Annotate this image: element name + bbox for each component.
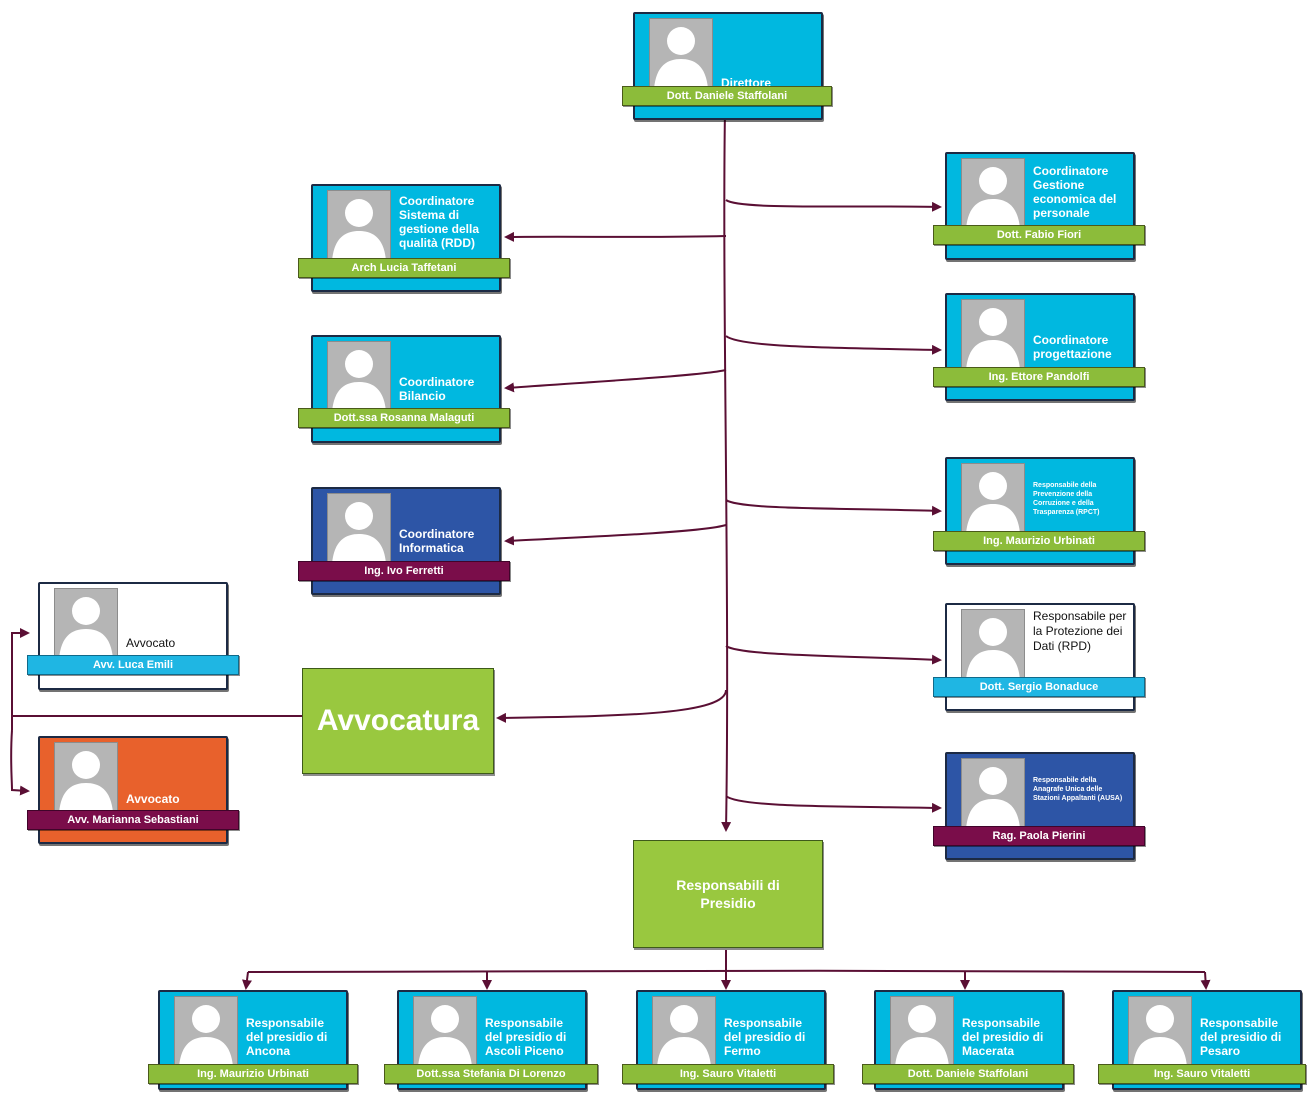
right-role-3: Responsabile della Prevenzione della Cor… <box>1033 482 1100 516</box>
avatar-placeholder-icon <box>174 996 238 1068</box>
right-name-2: Ing. Ettore Pandolfi <box>933 367 1145 387</box>
avatar-placeholder-icon <box>54 742 118 814</box>
presidio-role-3: Responsabile del presidio di Fermo <box>724 1016 806 1058</box>
avatar-placeholder-icon <box>1128 996 1192 1068</box>
avatar-placeholder-icon <box>652 996 716 1068</box>
connector-left-1 <box>504 231 727 242</box>
left-name-2: Dott.ssa Rosanna Malaguti <box>298 408 510 428</box>
right-name-4: Dott. Sergio Bonaduce <box>933 677 1145 697</box>
connector-right-5 <box>725 795 942 813</box>
avatar-placeholder-icon <box>890 996 954 1068</box>
presidio-name-1: Ing. Maurizio Urbinati <box>148 1064 358 1084</box>
right-name-3: Ing. Maurizio Urbinati <box>933 531 1145 551</box>
avvocatura-title: Avvocatura <box>316 704 480 737</box>
right-name-5: Rag. Paola Pierini <box>933 826 1145 846</box>
connector-avvocatura <box>496 689 727 723</box>
connector-avv-lawyer-2 <box>10 729 30 796</box>
connector-right-2 <box>725 335 942 355</box>
avatar-placeholder-icon <box>961 299 1025 371</box>
presidio-role-1: Responsabile del presidio di Ancona <box>246 1016 328 1058</box>
connector-presidio-bus <box>247 969 1206 973</box>
avatar-placeholder-icon <box>961 758 1025 830</box>
avvocatura-box: Avvocatura <box>302 668 494 774</box>
presidio-name-2: Dott.ssa Stefania Di Lorenzo <box>384 1064 598 1084</box>
left-role-3: Coordinatore Informatica <box>399 527 475 555</box>
presidio-name-5: Ing. Sauro Vitaletti <box>1098 1064 1306 1084</box>
avatar-placeholder-icon <box>413 996 477 1068</box>
left-name-1: Arch Lucia Taffetani <box>298 258 510 278</box>
connector-left-2 <box>504 369 727 393</box>
avatar-placeholder-icon <box>961 609 1025 681</box>
avatar-placeholder-icon <box>649 18 713 90</box>
lawyer-name-1: Avv. Luca Emili <box>27 655 239 675</box>
left-name-3: Ing. Ivo Ferretti <box>298 561 510 581</box>
avatar-placeholder-icon <box>961 158 1025 230</box>
lawyer-role-1: Avvocato <box>126 636 176 650</box>
connector-left-3 <box>504 524 727 546</box>
presidio-role-5: Responsabile del presidio di Pesaro <box>1200 1016 1282 1058</box>
presidio-title: Responsabili di Presidio <box>676 877 780 911</box>
connector-right-1 <box>725 199 942 212</box>
avatar-placeholder-icon <box>327 493 391 565</box>
connector-trunk <box>721 109 732 832</box>
left-role-2: Coordinatore Bilancio <box>399 375 475 403</box>
connector-right-3 <box>725 499 942 516</box>
presidio-box: Responsabili di Presidio <box>633 840 823 948</box>
presidio-name-3: Ing. Sauro Vitaletti <box>622 1064 834 1084</box>
left-role-1: Coordinatore Sistema di gestione della q… <box>399 194 480 250</box>
presidio-name-4: Dott. Daniele Staffolani <box>862 1064 1074 1084</box>
right-role-4: Responsabile per la Protezione dei Dati … <box>1033 609 1127 653</box>
presidio-role-2: Responsabile del presidio di Ascoli Pice… <box>485 1016 567 1058</box>
lawyer-role-2: Avvocato <box>126 792 180 806</box>
lawyer-name-2: Avv. Marianna Sebastiani <box>27 810 239 830</box>
avatar-placeholder-icon <box>54 588 118 660</box>
right-role-5: Responsabile della Anagrafe Unica delle … <box>1033 777 1123 802</box>
avatar-placeholder-icon <box>327 190 391 262</box>
presidio-role-4: Responsabile del presidio di Macerata <box>962 1016 1044 1058</box>
avatar-placeholder-icon <box>961 463 1025 535</box>
right-role-1: Coordinatore Gestione economica del pers… <box>1033 164 1117 220</box>
connector-right-4 <box>725 645 942 665</box>
lawyer-card-2: Avvocato <box>38 736 228 844</box>
right-role-2: Coordinatore progettazione <box>1033 333 1112 361</box>
right-name-1: Dott. Fabio Fiori <box>933 225 1145 245</box>
director-name: Dott. Daniele Staffolani <box>622 86 832 106</box>
avatar-placeholder-icon <box>327 341 391 413</box>
